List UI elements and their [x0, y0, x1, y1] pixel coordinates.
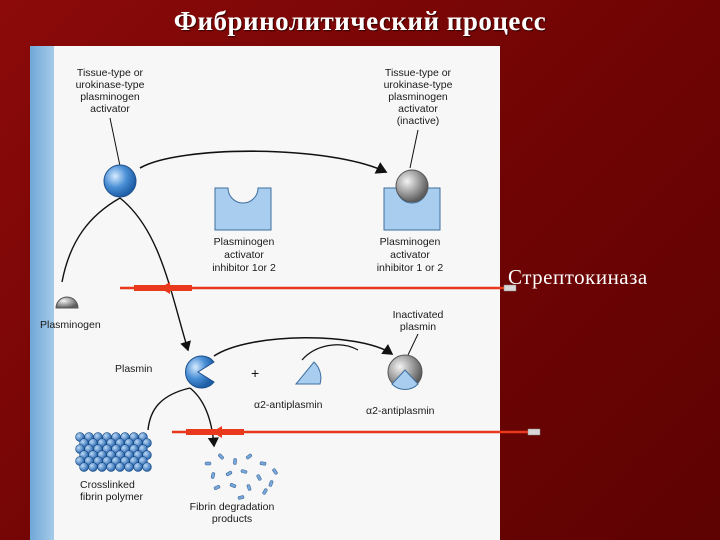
inhibitor-left-label: Plasminogen activator inhibitor 1or 2	[212, 236, 276, 274]
figure-left-strip	[30, 46, 54, 540]
inactivated-pointer	[407, 333, 419, 356]
svg-text:Tissue-type or: Tissue-type or	[77, 67, 144, 79]
fibrin-fragment	[218, 453, 224, 460]
fibrin-fragment	[229, 483, 237, 488]
plasmin-label: Plasmin	[115, 363, 153, 375]
activator-binding-arrow	[139, 150, 388, 174]
plasminogen-icon	[55, 296, 79, 309]
inhibitor-left-icon	[214, 187, 272, 231]
svg-text:Plasminogen: Plasminogen	[380, 236, 441, 248]
antiplasmin-label: α2-antiplasmin	[254, 399, 323, 411]
fibrin-fragment	[225, 470, 233, 477]
svg-text:plasminogen: plasminogen	[388, 91, 448, 103]
fibrin-bead	[79, 462, 89, 472]
svg-text:Plasminogen: Plasminogen	[214, 236, 275, 248]
inactive-activator-sphere-icon	[395, 169, 429, 203]
streptokinase-arrow-lower	[172, 426, 541, 438]
fibrin-fragment	[240, 469, 248, 474]
fibrin-fragment	[246, 484, 252, 491]
svg-text:urokinase-type: urokinase-type	[384, 79, 453, 91]
antiplasmin-join-arrow	[301, 344, 359, 361]
degradation-fragments-icon	[204, 453, 278, 500]
fibrin-fragment	[213, 485, 221, 490]
fibrin-bead	[142, 462, 152, 472]
fibrin-bead	[106, 462, 116, 472]
fibrin-bead	[124, 462, 134, 472]
fibrin-fragment	[262, 488, 268, 495]
activator-right-label: Tissue-type or urokinase-type plasminoge…	[384, 67, 453, 127]
fibrin-bead	[133, 462, 143, 472]
antiplasmin-icon	[294, 361, 322, 385]
streptokinase-arrow-upper	[120, 282, 517, 294]
svg-text:inhibitor 1 or 2: inhibitor 1 or 2	[377, 262, 444, 274]
svg-text:plasmin: plasmin	[400, 321, 436, 333]
fibrin-fragment	[268, 480, 274, 487]
svg-text:Crosslinked: Crosslinked	[80, 479, 135, 491]
fibrin-bead	[115, 462, 125, 472]
fibrin-fragment	[237, 495, 245, 500]
fibrin-fragment	[256, 474, 262, 481]
activator-left-pointer	[109, 117, 121, 167]
plasmin-icon	[185, 355, 215, 389]
degradation-products-label: Fibrin degradation products	[190, 501, 275, 525]
activator-left-label: Tissue-type or urokinase-type plasminoge…	[76, 67, 145, 115]
activator-right-pointer	[409, 129, 419, 169]
svg-text:Fibrin degradation: Fibrin degradation	[190, 501, 275, 513]
fibrin-fragment	[245, 453, 253, 460]
inhibitor-right-label: Plasminogen activator inhibitor 1 or 2	[377, 236, 444, 274]
svg-text:activator: activator	[398, 103, 438, 115]
svg-text:Tissue-type or: Tissue-type or	[385, 67, 452, 79]
streptokinase-label: Стрептокиназа	[508, 265, 648, 289]
fibrin-fragment	[210, 472, 216, 479]
bound-antiplasmin-icon	[391, 369, 419, 390]
activator-to-plasminogen-curve	[61, 197, 121, 283]
svg-text:Inactivated: Inactivated	[393, 309, 444, 321]
activator-sphere-icon	[103, 164, 137, 198]
antiplasmin-right-label: α2-antiplasmin	[366, 405, 435, 417]
svg-text:(inactive): (inactive)	[397, 115, 440, 127]
plasmin-to-products-curve	[189, 387, 219, 448]
svg-text:activator: activator	[224, 249, 264, 261]
fibrin-bead	[97, 462, 107, 472]
fibrin-polymer-icon	[75, 432, 152, 472]
inactivated-plasmin-label: Inactivated plasmin	[393, 309, 444, 333]
svg-text:activator: activator	[90, 103, 130, 115]
slide-title: Фибринолитический процесс	[173, 6, 547, 36]
svg-text:fibrin polymer: fibrin polymer	[80, 491, 144, 503]
fibrin-fragment	[204, 461, 212, 466]
fibrin-bead	[88, 462, 98, 472]
fibrin-fragment	[259, 461, 267, 466]
fibrin-fragment	[272, 468, 278, 475]
svg-text:urokinase-type: urokinase-type	[76, 79, 145, 91]
plasmin-to-fibrin-curve	[147, 387, 191, 431]
activator-to-plasmin-curve	[119, 197, 191, 352]
svg-text:inhibitor 1or 2: inhibitor 1or 2	[212, 262, 276, 274]
svg-text:activator: activator	[390, 249, 430, 261]
plus-sign: +	[251, 365, 259, 381]
fibrin-fragment	[233, 458, 237, 465]
fibrin-polymer-label: Crosslinked fibrin polymer	[80, 479, 144, 503]
svg-text:plasminogen: plasminogen	[80, 91, 140, 103]
plasmin-inactivation-arrow	[213, 337, 394, 357]
plasminogen-label: Plasminogen	[40, 319, 101, 331]
svg-text:products: products	[212, 513, 252, 525]
